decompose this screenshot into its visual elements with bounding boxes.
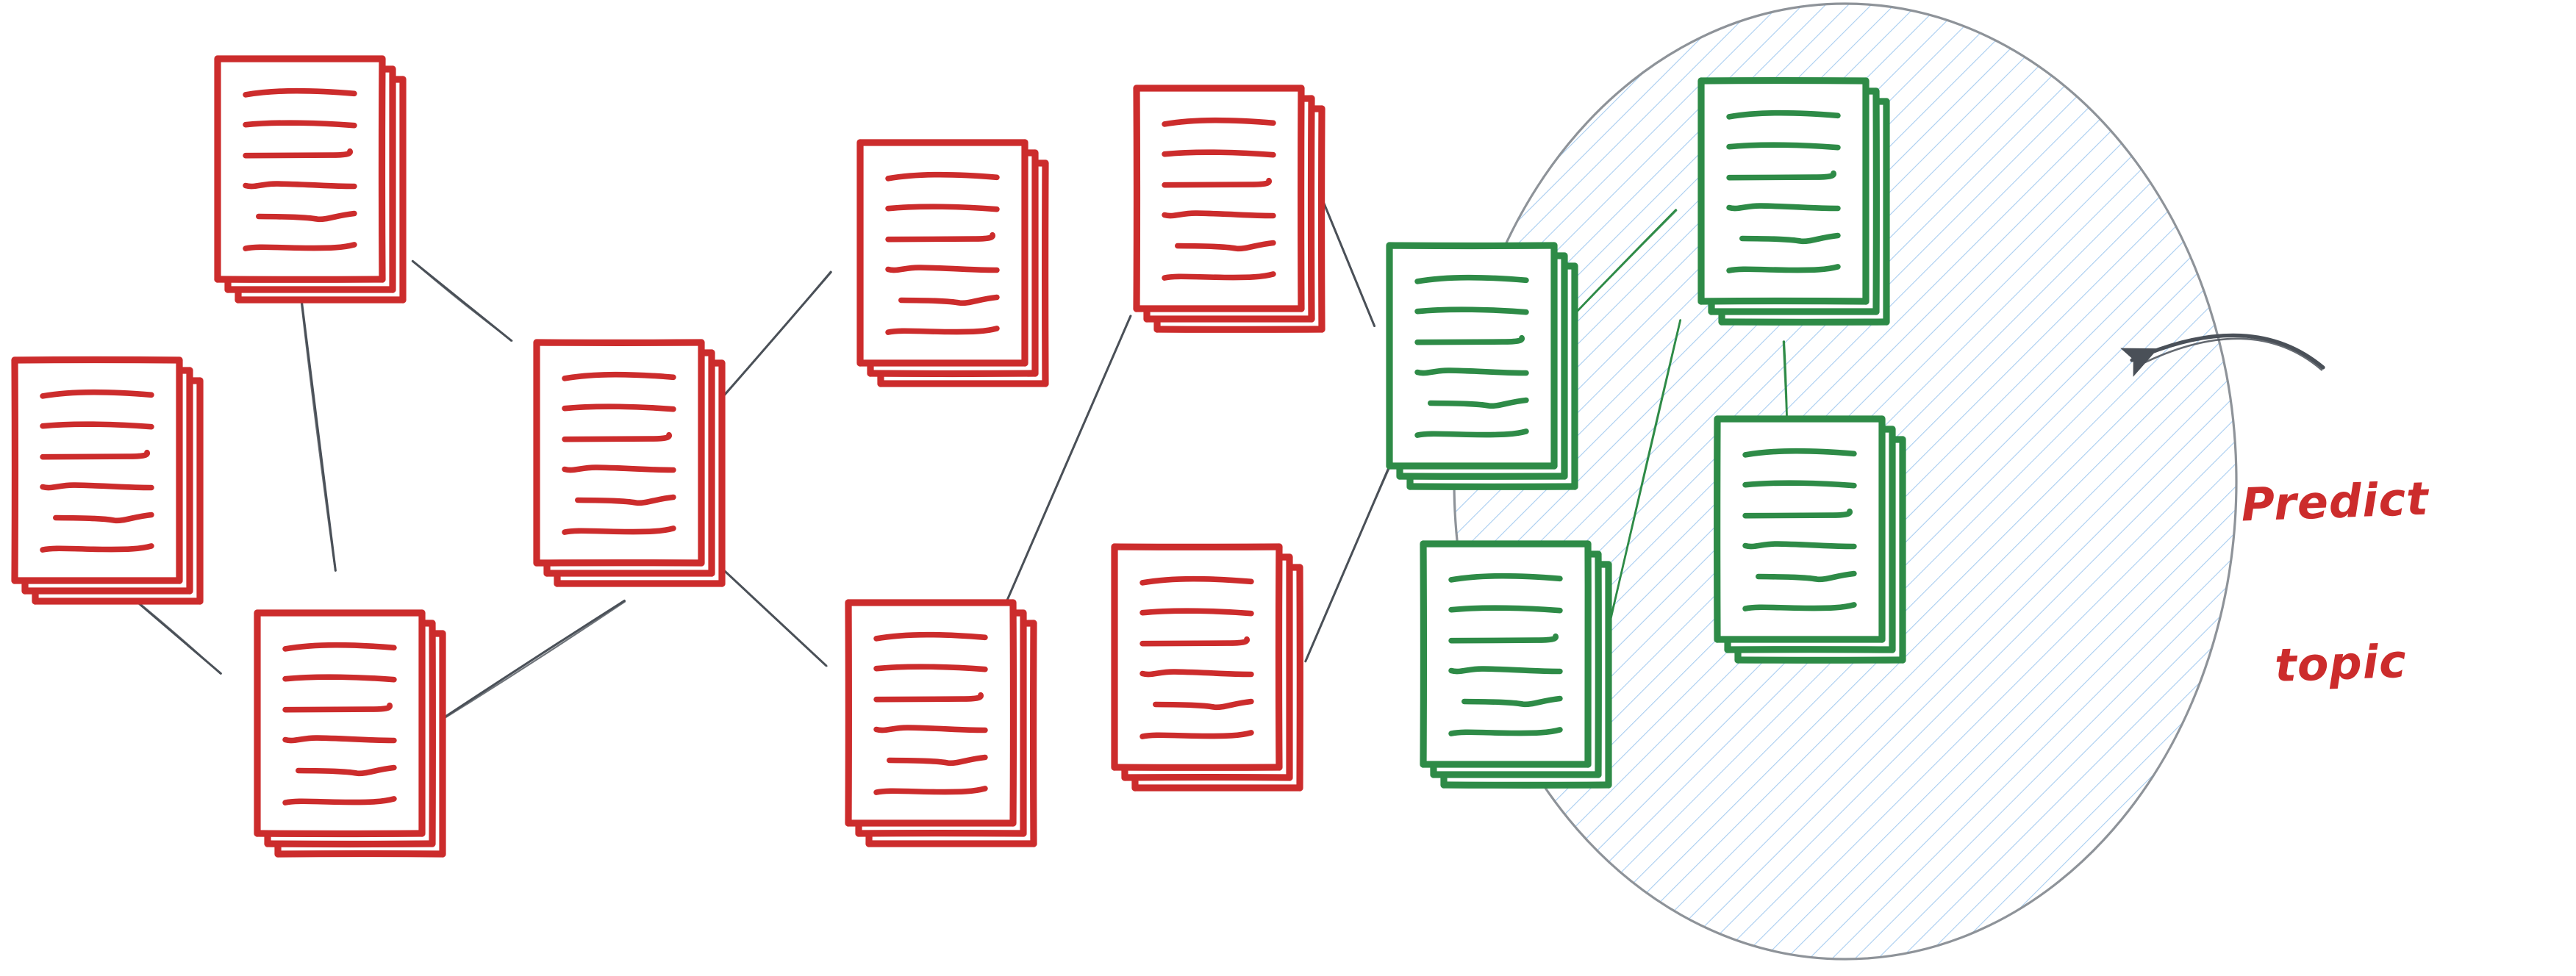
- connector-red-8-to-green-3: [1304, 462, 1392, 663]
- connector-red-4-to-red-6: [715, 561, 828, 667]
- document-text-lines: [1448, 573, 1563, 736]
- document-page-front-border: [254, 609, 426, 838]
- document-text-lines: [1726, 110, 1841, 273]
- document-stack-red-7[interactable]: [1133, 85, 1325, 333]
- document-stack-red-6[interactable]: [845, 599, 1037, 847]
- predict-topic-callout-label: Predict topic: [2236, 365, 2439, 801]
- document-page-front-border: [214, 55, 386, 283]
- document-text-lines: [40, 389, 154, 553]
- document-text-lines: [243, 87, 357, 251]
- document-page-front-border: [533, 339, 705, 567]
- documents-layer: [11, 55, 1906, 858]
- document-page-front-border: [1697, 76, 1870, 305]
- connector-red-2-to-red-3: [300, 300, 337, 572]
- document-stack-green-2[interactable]: [1697, 76, 1890, 326]
- document-stack-red-3[interactable]: [254, 609, 446, 858]
- document-stack-green-3[interactable]: [1420, 540, 1612, 789]
- connector-red-6-to-red-7: [998, 315, 1132, 619]
- document-text-lines: [1139, 575, 1254, 739]
- connector-red-7-to-green-1: [1319, 193, 1376, 328]
- document-page-front-border: [1133, 85, 1305, 312]
- document-page-front-border: [1420, 540, 1592, 768]
- document-stack-red-5[interactable]: [856, 139, 1049, 387]
- document-stack-red-2[interactable]: [214, 55, 407, 304]
- document-text-lines: [1414, 274, 1529, 438]
- green-connector-3: [1782, 340, 1789, 421]
- callout-line-2: topic: [2273, 634, 2408, 692]
- connector-red-3-to-red-4: [439, 599, 626, 721]
- document-page-front-border: [1714, 415, 1886, 643]
- document-page-front-border: [856, 139, 1028, 367]
- document-text-lines: [873, 631, 988, 795]
- document-stack-red-1[interactable]: [11, 356, 204, 605]
- document-text-lines: [282, 642, 397, 805]
- green-connector-2: [1607, 319, 1682, 631]
- callout-line-1: Predict: [2240, 471, 2430, 532]
- connectors-layer: [128, 193, 1392, 721]
- document-page-front-border: [1111, 543, 1283, 771]
- document-text-lines: [562, 371, 676, 535]
- connector-red-4-to-red-5: [715, 270, 832, 406]
- callout-arrow: [2120, 333, 2325, 377]
- document-stack-red-4[interactable]: [533, 339, 726, 587]
- document-page-front-border: [1386, 242, 1558, 470]
- green-connector-1: [1572, 209, 1678, 317]
- connector-red-2-to-red-4: [411, 259, 513, 342]
- document-text-lines: [885, 171, 1000, 335]
- document-page-front-border: [11, 356, 183, 584]
- document-text-lines: [1162, 117, 1276, 281]
- green-connectors-layer: [1572, 209, 1789, 631]
- document-stack-green-4[interactable]: [1714, 415, 1906, 664]
- document-stack-green-1[interactable]: [1386, 242, 1578, 490]
- document-page-front-border: [845, 599, 1017, 827]
- connector-red-1-to-red-3: [128, 594, 222, 675]
- document-text-lines: [1742, 448, 1857, 611]
- document-stack-red-8[interactable]: [1111, 543, 1303, 792]
